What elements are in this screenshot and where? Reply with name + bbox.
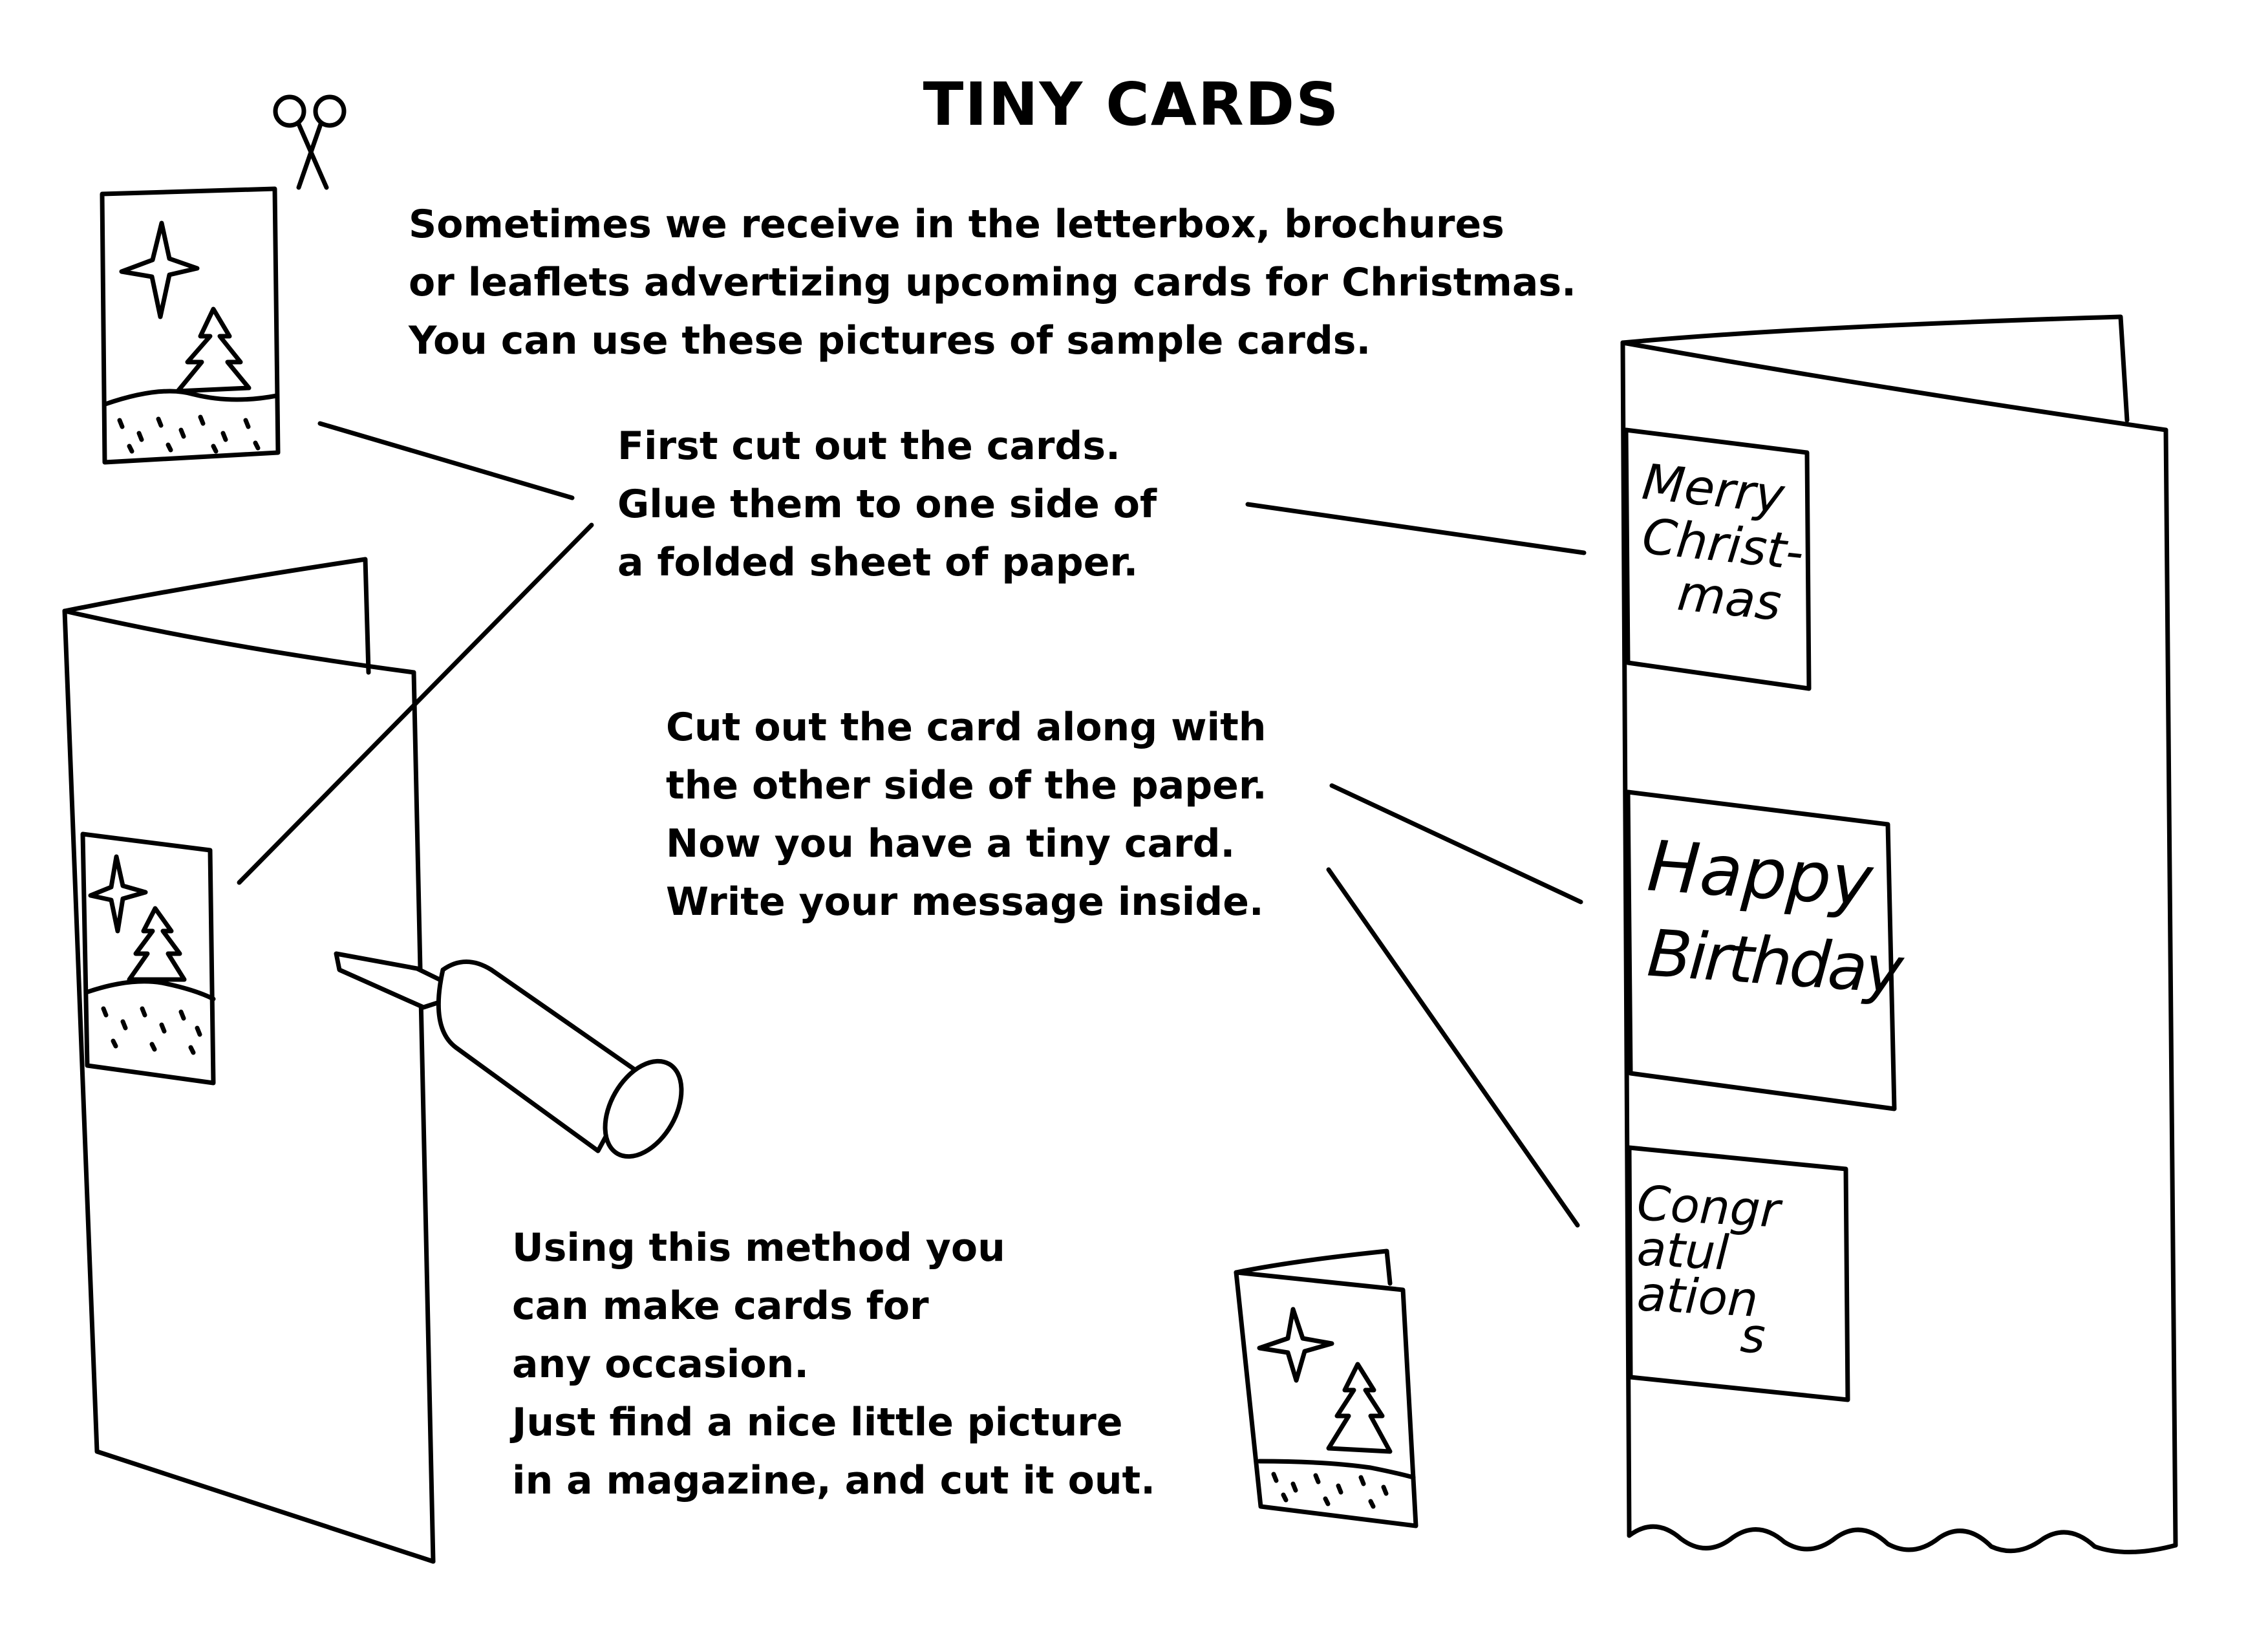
step-3-line-4: Just find a nice little picture <box>512 1400 1123 1445</box>
step-3-instructions: Using this method you can make cards for… <box>512 1219 1155 1510</box>
pointer-lines <box>237 421 1587 1228</box>
sample-card-top-left <box>100 186 281 465</box>
intro-line-3: You can use these pictures of sample car… <box>409 318 1371 363</box>
congrats-line-4: s <box>1738 1307 1767 1365</box>
intro-paragraph: Sometimes we receive in the letterbox, b… <box>409 195 1576 370</box>
step-1-line-1: First cut out the cards. <box>617 423 1120 469</box>
step-1-instructions: First cut out the cards. Glue them to on… <box>617 417 1157 592</box>
step-2-line-2: the other side of the paper. <box>666 763 1267 808</box>
congrats-card-message: Congr atul ation s <box>1636 1175 1781 1365</box>
christmas-line-3: mas <box>1674 563 1784 632</box>
folded-sheet-left <box>62 557 436 1564</box>
step-1-line-2: Glue them to one side of <box>617 482 1157 527</box>
step-2-line-1: Cut out the card along with <box>666 705 1267 750</box>
christmas-card-message: Merry Christ- mas <box>1640 453 1806 632</box>
birthday-card-message: Happy Birthday <box>1645 826 1903 1008</box>
step-3-line-1: Using this method you <box>512 1225 1005 1270</box>
step-3-line-5: in a magazine, and cut it out. <box>512 1458 1156 1503</box>
intro-line-2: or leaflets advertizing upcoming cards f… <box>409 260 1576 305</box>
step-1-line-3: a folded sheet of paper. <box>617 540 1139 585</box>
folded-sheet-right <box>1620 314 2178 1554</box>
birthday-line-2: Birthday <box>1645 915 1903 1009</box>
birthday-line-1: Happy <box>1645 826 1876 923</box>
glue-bottle-icon <box>334 951 684 1159</box>
sample-card-bottom <box>1234 1248 1418 1528</box>
step-2-line-3: Now you have a tiny card. <box>666 821 1236 866</box>
page-title: TINY CARDS <box>923 70 1340 139</box>
step-2-line-4: Write your message inside. <box>666 879 1264 925</box>
scissors-icon <box>273 94 347 190</box>
intro-line-1: Sometimes we receive in the letterbox, b… <box>409 202 1504 247</box>
step-2-instructions: Cut out the card along with the other si… <box>666 698 1267 931</box>
step-3-line-3: any occasion. <box>512 1342 809 1387</box>
step-3-line-2: can make cards for <box>512 1283 929 1329</box>
